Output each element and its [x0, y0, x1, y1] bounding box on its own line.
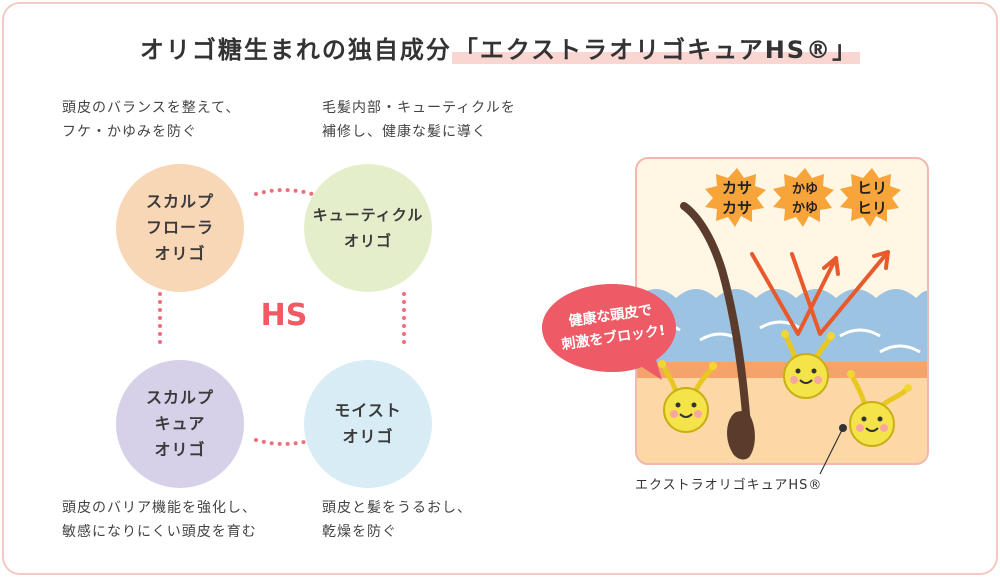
burst-line: ヒリ: [856, 199, 887, 217]
page-title: オリゴ糖生まれの独自成分「エクストラオリゴキュアHS®」: [0, 30, 1000, 65]
oligo-character-2: [781, 330, 835, 399]
burst-line: カサ: [721, 199, 752, 217]
note-bottom-right: 頭皮と髪をうるおし、 乾燥を防ぐ: [322, 496, 472, 544]
circle-moist: モイスト オリゴ: [304, 360, 432, 488]
scalp-surface-layer: [636, 289, 928, 362]
burst-kasakasa: [705, 168, 766, 227]
burst-line: カサ: [721, 179, 752, 197]
circle-cuticle: キューティクル オリゴ: [304, 164, 432, 292]
burst-line: かゆ: [791, 182, 818, 197]
callout-bubble: [542, 284, 676, 380]
note-line: 頭皮のバランスを整えて、: [62, 100, 241, 116]
note-line: フケ・かゆみを防ぐ: [62, 124, 197, 140]
burst-hirihiri: [840, 168, 901, 227]
note-top-left: 頭皮のバランスを整えて、 フケ・かゆみを防ぐ: [62, 96, 240, 144]
burst-text-kasakasa: カサ カサ: [711, 178, 763, 218]
circle-label: キュア: [154, 414, 206, 433]
circle-label: オリゴ: [154, 440, 206, 459]
circle-label: キューティクル: [312, 206, 424, 224]
caption-dot: [839, 424, 847, 432]
burst-line: かゆ: [791, 201, 818, 216]
burst-line: ヒリ: [856, 179, 887, 197]
deflect-arrows: [750, 250, 890, 336]
note-bottom-left: 頭皮のバリア機能を強化し、 敏感になりにくい頭皮を育む: [62, 496, 257, 544]
oligo-character-1: [658, 360, 717, 433]
note-line: 頭皮のバリア機能を強化し、: [62, 500, 257, 516]
note-line: 敏感になりにくい頭皮を育む: [62, 524, 257, 540]
circle-scalp-flora: スカルプ フローラ オリゴ: [116, 164, 244, 292]
caption-leader: [819, 427, 844, 475]
note-line: 毛髪内部・キューティクルを: [322, 100, 516, 116]
center-label-hs: HS: [260, 298, 308, 333]
oligo-character-3: [847, 370, 912, 447]
burst-text-kayukayu: かゆ かゆ: [779, 180, 831, 218]
circle-label: スカルプ: [145, 388, 214, 407]
note-top-right: 毛髪内部・キューティクルを 補修し、健康な髪に導く: [322, 96, 516, 144]
note-line: 乾燥を防ぐ: [322, 524, 397, 540]
circle-label: モイスト: [334, 401, 402, 420]
circle-label: スカルプ: [145, 192, 214, 211]
circle-label: フローラ: [145, 218, 214, 237]
hair-root: [727, 410, 755, 460]
circle-label: オリゴ: [343, 232, 392, 250]
circle-label: オリゴ: [154, 244, 206, 263]
hair-strand: [680, 202, 752, 444]
illustration-caption: エクストラオリゴキュアHS®: [635, 478, 823, 493]
burst-kayukayu: [773, 168, 834, 227]
burst-text-hirihiri: ヒリ ヒリ: [846, 178, 898, 218]
note-line: 頭皮と髪をうるおし、: [322, 500, 472, 516]
circle-scalp-cure: スカルプ キュア オリゴ: [116, 360, 244, 488]
title-highlight: 「エクストラオリゴキュアHS®」: [451, 36, 861, 64]
title-main: オリゴ糖生まれの独自成分: [139, 36, 452, 64]
note-line: 補修し、健康な髪に導く: [322, 124, 487, 140]
circle-label: オリゴ: [342, 427, 394, 446]
